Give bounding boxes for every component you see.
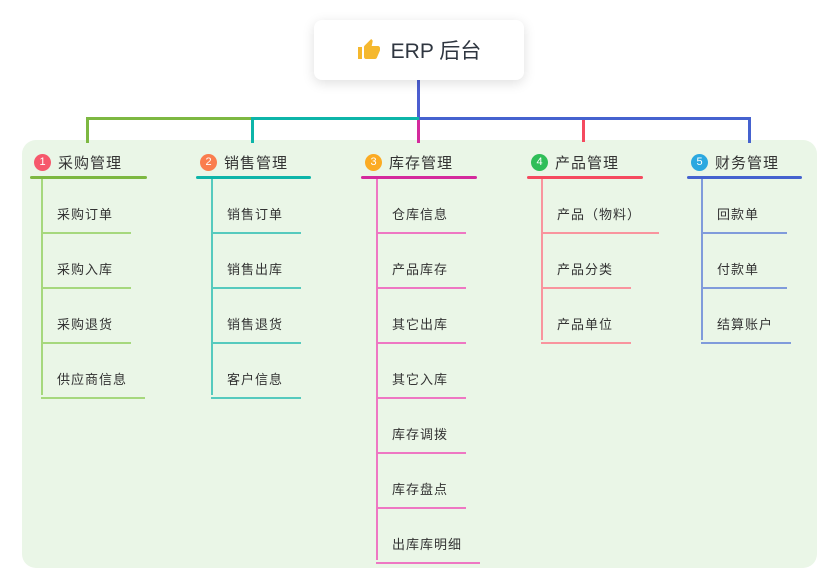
child-node[interactable]: 结算账户	[701, 314, 792, 344]
child-node[interactable]: 出库库明细	[376, 534, 481, 564]
connector-drop-branch5	[748, 117, 751, 143]
child-node[interactable]: 付款单	[701, 259, 787, 289]
branch-sales-node[interactable]: 2 销售管理	[196, 152, 288, 172]
branch-label: 采购管理	[58, 154, 123, 172]
child-node[interactable]: 产品分类	[541, 259, 632, 289]
child-node[interactable]: 回款单	[701, 204, 787, 234]
branch-label: 财务管理	[715, 154, 780, 172]
connector-drop-branch4	[582, 120, 585, 142]
root-title: ERP 后台	[390, 40, 482, 63]
branch-child-connector	[541, 179, 543, 340]
connector-bus-blue	[419, 117, 751, 120]
branch-product-node[interactable]: 4 产品管理	[527, 152, 619, 172]
branch-underline	[30, 176, 147, 179]
root-connector-vertical	[417, 80, 420, 120]
branch-label: 销售管理	[224, 154, 289, 172]
branch-child-connector	[376, 179, 378, 560]
branch-purchase-node[interactable]: 1 采购管理	[30, 152, 122, 172]
branch-sales: 2 销售管理 销售订单 销售出库 销售退货 客户信息	[196, 152, 311, 399]
connector-bus-green	[86, 117, 252, 120]
connector-drop-branch3	[417, 120, 420, 143]
branch-number-badge: 4	[531, 153, 548, 171]
child-node[interactable]: 销售退货	[211, 314, 302, 344]
child-node[interactable]: 采购入库	[41, 259, 132, 289]
child-node[interactable]: 供应商信息	[41, 369, 146, 399]
branch-number-badge: 2	[200, 153, 217, 171]
branch-underline	[687, 176, 802, 179]
child-node[interactable]: 其它出库	[376, 314, 467, 344]
branch-label: 产品管理	[555, 154, 620, 172]
branch-finance: 5 财务管理 回款单 付款单 结算账户	[687, 152, 802, 344]
child-node[interactable]: 客户信息	[211, 369, 302, 399]
branch-finance-node[interactable]: 5 财务管理	[687, 152, 779, 172]
branch-underline	[527, 176, 643, 179]
connector-drop-branch1	[86, 117, 89, 143]
branch-underline	[196, 176, 311, 179]
branches-background-panel	[22, 140, 817, 568]
child-node[interactable]: 仓库信息	[376, 204, 467, 234]
root-node[interactable]: ERP 后台	[314, 20, 524, 80]
child-node[interactable]: 产品库存	[376, 259, 467, 289]
branch-number-badge: 5	[691, 153, 708, 171]
child-node[interactable]: 销售出库	[211, 259, 302, 289]
child-node[interactable]: 销售订单	[211, 204, 302, 234]
child-node[interactable]: 采购订单	[41, 204, 132, 234]
connector-drop-branch2	[251, 117, 254, 143]
branch-purchase: 1 采购管理 采购订单 采购入库 采购退货 供应商信息	[30, 152, 147, 399]
branch-number-badge: 1	[34, 153, 51, 171]
branch-inventory: 3 库存管理 仓库信息 产品库存 其它出库 其它入库 库存调拨 库存盘点 出库库…	[361, 152, 481, 564]
branch-product: 4 产品管理 产品（物料） 产品分类 产品单位	[527, 152, 660, 344]
child-node[interactable]: 产品（物料）	[541, 204, 660, 234]
branch-label: 库存管理	[389, 154, 454, 172]
branch-child-connector	[701, 179, 703, 340]
child-node[interactable]: 库存调拨	[376, 424, 467, 454]
child-node[interactable]: 库存盘点	[376, 479, 467, 509]
child-node[interactable]: 采购退货	[41, 314, 132, 344]
branch-inventory-node[interactable]: 3 库存管理	[361, 152, 453, 172]
child-node[interactable]: 产品单位	[541, 314, 632, 344]
child-node[interactable]: 其它入库	[376, 369, 467, 399]
branch-number-badge: 3	[365, 153, 382, 171]
branch-underline	[361, 176, 477, 179]
thumbs-up-icon	[357, 38, 381, 62]
connector-bus-teal	[251, 117, 419, 120]
